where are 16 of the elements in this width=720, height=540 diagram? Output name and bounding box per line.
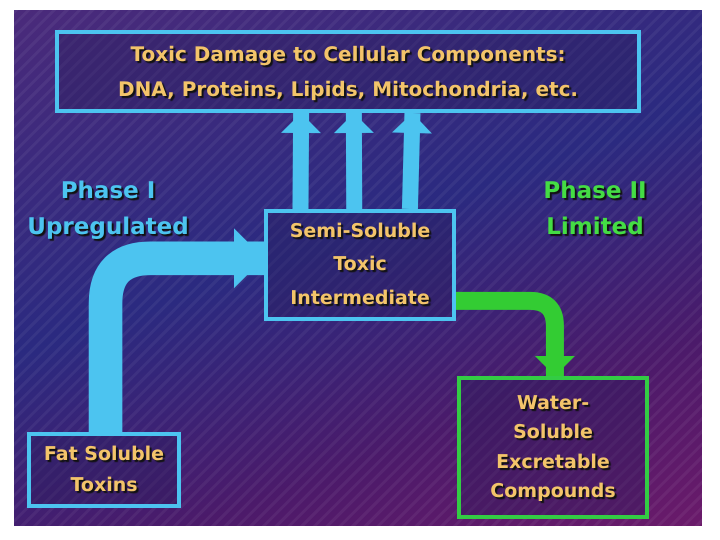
text-box [264, 209, 456, 321]
box-text: Toxic Damage to Cellular Components: [130, 40, 566, 68]
box-text: Semi-Soluble Toxic Intermediate [288, 219, 432, 311]
box-text: DNA, Proteins, Lipids, Mitochondria, etc. [118, 76, 578, 102]
text-box [27, 432, 181, 508]
block-arrow [88, 228, 264, 432]
block-arrow [280, 112, 321, 210]
phase-label: Phase II Limited [542, 177, 648, 242]
box-text: Water- Soluble Excretable Compounds [490, 390, 616, 504]
phase-label: Phase I Upregulated [26, 177, 190, 242]
text-box [457, 376, 649, 519]
block-arrow [392, 112, 432, 210]
block-arrow [334, 112, 374, 210]
text-box [55, 30, 641, 113]
block-arrow [456, 292, 575, 376]
box-text: Fat Soluble Toxins [42, 442, 166, 498]
